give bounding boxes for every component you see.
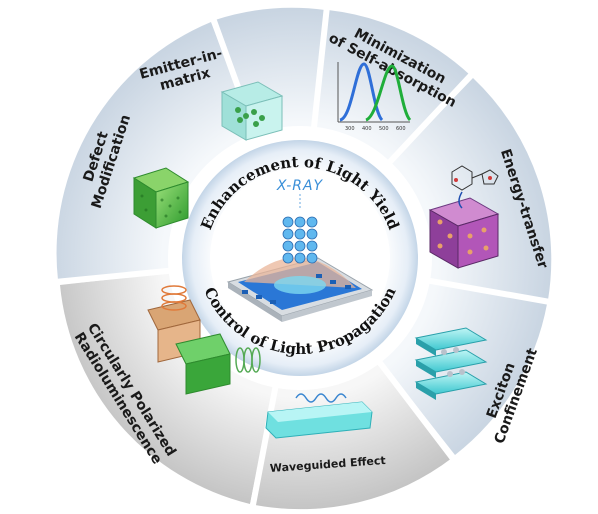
- matrix-cube-icon: [220, 81, 284, 141]
- spectrum-tick-3: 500: [379, 126, 389, 132]
- emitter-in-matrix-group: Emitter-in- matrix: [138, 45, 284, 141]
- detector-illustration: [226, 216, 374, 322]
- spectrum-tick-4: 600: [396, 126, 406, 132]
- waveguide-rod-icon: [265, 393, 373, 439]
- xray-label: X-RAY: [276, 178, 324, 194]
- layered-slabs-icon: [414, 327, 488, 400]
- spectrum-tick-1: 300: [345, 126, 355, 132]
- spectrum-plot-icon: 300 400 500 600: [337, 62, 412, 132]
- spectrum-tick-2: 400: [362, 126, 372, 132]
- helix-crystal-icon: [147, 285, 261, 395]
- perovskite-lattice-icon: [428, 165, 500, 269]
- defect-cube-icon: [132, 167, 190, 229]
- waveguided-group: Waveguided Effect: [265, 393, 386, 475]
